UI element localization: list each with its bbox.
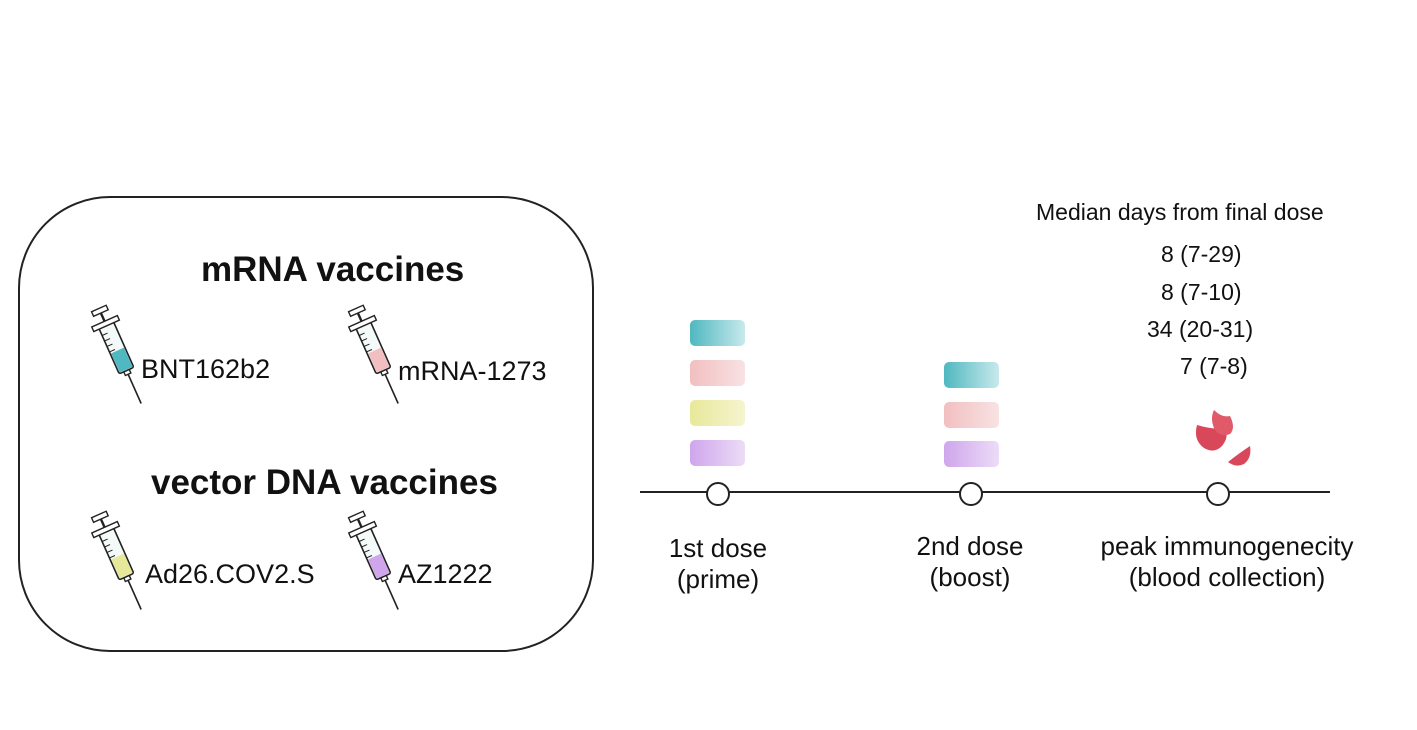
dose-label-2-line1: 2nd dose — [916, 531, 1024, 561]
timeline-node-dose2 — [959, 482, 983, 506]
median-value-4: 7 (7-8) — [1180, 353, 1248, 379]
syringe-icon — [90, 510, 142, 610]
dose-label-1-line1: 1st dose — [668, 533, 768, 563]
dose-label-3-line2: (blood collection) — [1128, 562, 1326, 592]
vaccine-label-ad26: Ad26.COV2.S — [145, 559, 315, 589]
syringe-icon — [347, 304, 399, 404]
dose1-bar-purple — [690, 440, 745, 466]
timeline-node-dose1 — [706, 482, 730, 506]
vaccine-label-az1222: AZ1222 — [398, 559, 493, 589]
timeline-node-peak — [1206, 482, 1230, 506]
dose-label-1-line2: (prime) — [676, 564, 760, 594]
dose-label-3: peak immunogenecity (blood collection) — [1068, 531, 1386, 593]
median-value-3: 34 (20-31) — [1147, 316, 1254, 342]
median-title: Median days from final dose — [1036, 199, 1324, 225]
dose1-bar-pink — [690, 360, 745, 386]
dose1-bar-teal — [690, 320, 745, 346]
mrna-heading: mRNA vaccines — [201, 250, 465, 289]
vaccine-label-mrna-1273: mRNA-1273 — [398, 356, 547, 386]
dose-label-2: 2nd dose (boost) — [900, 531, 1040, 593]
vaccine-box — [18, 196, 594, 652]
median-value-2: 8 (7-10) — [1161, 279, 1242, 305]
dose2-bar-purple — [944, 441, 999, 467]
dose2-bar-pink — [944, 402, 999, 428]
vaccine-label-bnt162b2: BNT162b2 — [141, 354, 271, 384]
syringe-icon — [90, 304, 142, 404]
blood-drops-icon — [1195, 410, 1251, 466]
dose-label-3-line1: peak immunogenecity — [1100, 531, 1354, 561]
dose-label-2-line2: (boost) — [929, 562, 1011, 592]
syringe-icon — [347, 510, 399, 610]
dose1-bar-yellow — [690, 400, 745, 426]
dose2-bar-teal — [944, 362, 999, 388]
dose-label-1: 1st dose (prime) — [648, 533, 788, 595]
vector-heading: vector DNA vaccines — [151, 463, 498, 502]
median-value-1: 8 (7-29) — [1161, 241, 1242, 267]
